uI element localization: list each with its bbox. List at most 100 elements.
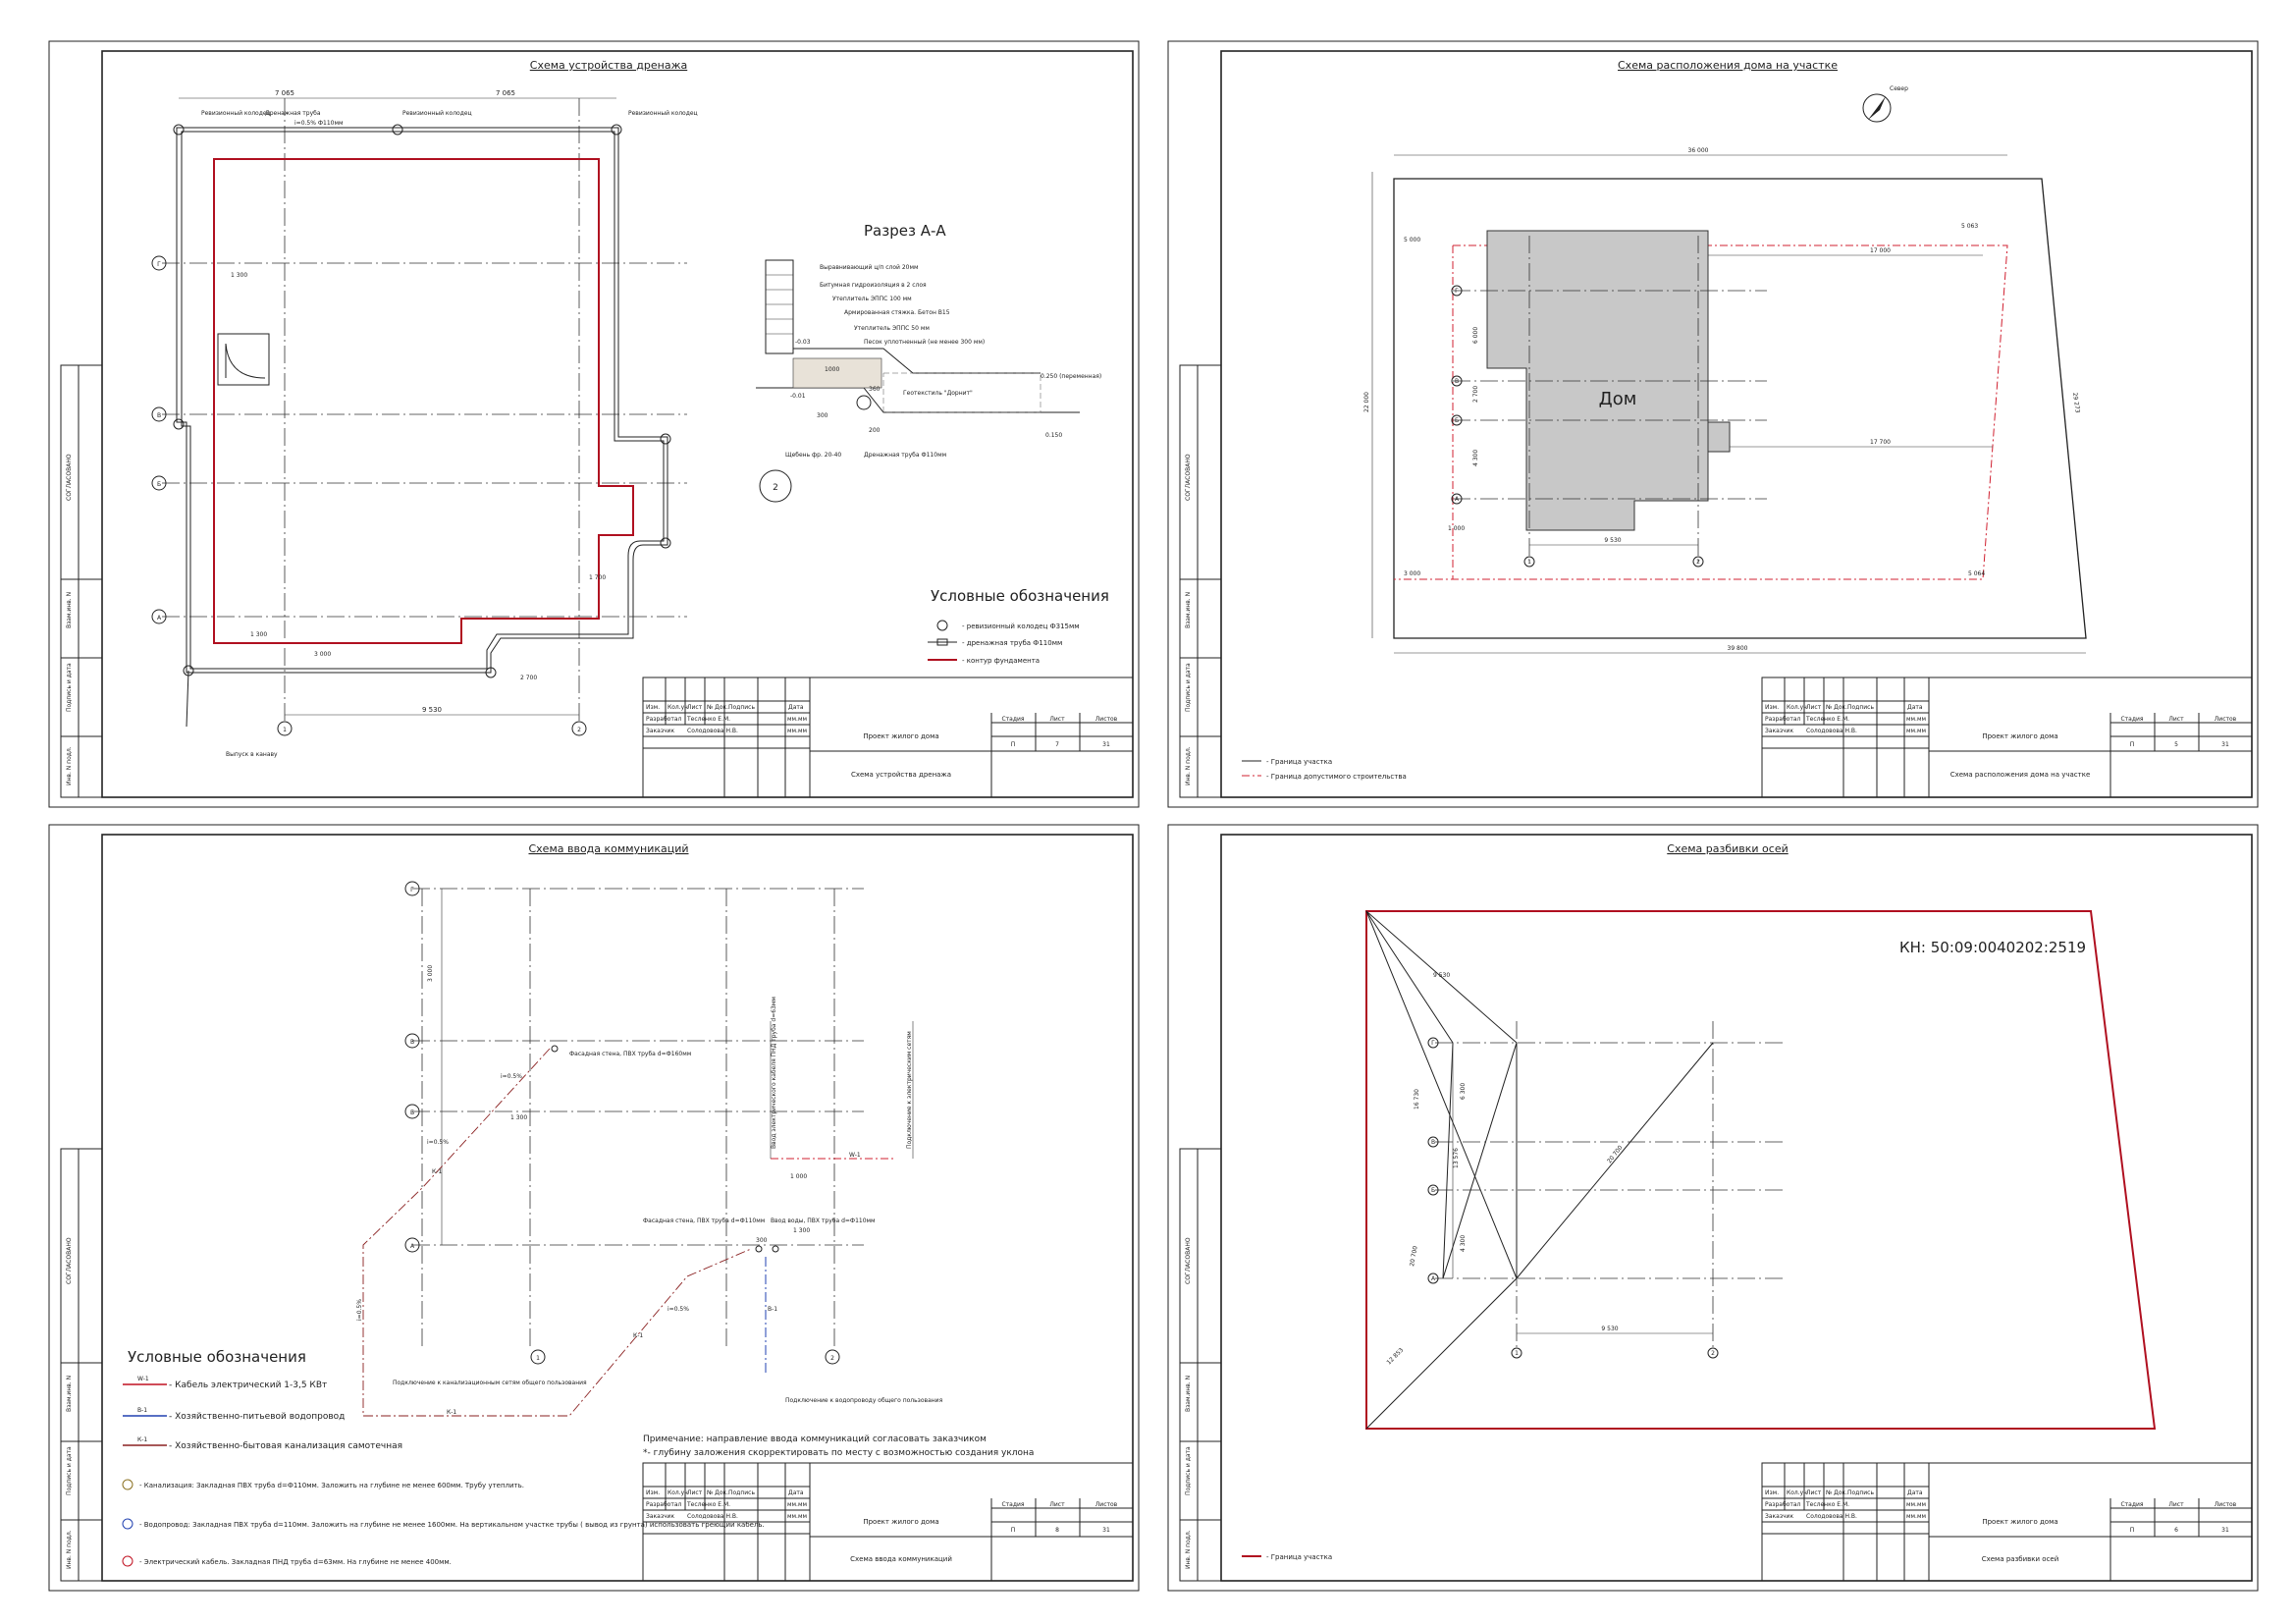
sheet-axes-layout: СОГЛАСОВАНО Взам.инв. N Подпись и дата И… — [1167, 824, 2259, 1592]
legend-code-w1: W-1 — [137, 1376, 149, 1382]
val-stage: П — [1011, 741, 1016, 748]
slope-1: i=0.5% — [427, 1139, 449, 1146]
axis-label-1: 1 — [283, 727, 287, 733]
val-sheets: 31 — [2221, 1527, 2229, 1534]
stamp-sheet-name: Схема разбивки осей — [1982, 1555, 2059, 1563]
grid-axes: Г В Б А 1 2 — [151, 98, 687, 736]
axis-label-2: 2 — [577, 727, 581, 733]
dim-4300: 4 300 — [1460, 1235, 1467, 1252]
hdr-date: Дата — [1907, 1489, 1923, 1496]
role-cust: Заказчик — [1765, 728, 1793, 734]
name-dev: Тесленко Е.М. — [686, 1501, 730, 1508]
axis-b: Б — [410, 1110, 414, 1116]
legend-title: Условные обозначения — [931, 587, 1109, 605]
house-footprint — [1486, 230, 1709, 531]
col-sheet: Лист — [2168, 1501, 2184, 1508]
col-sheets: Листов — [2215, 1501, 2237, 1508]
col-sheet: Лист — [1049, 716, 1065, 723]
title-block: Изм. Кол.уч Лист № Док. Подпись Дата Раз… — [642, 1462, 1134, 1582]
label-sewer-net: Подключение к канализационным сетям обще… — [393, 1380, 587, 1386]
layout-axes: Г В Б А 1 2 — [1427, 1021, 1787, 1359]
hdr-izm: Изм. — [1765, 704, 1779, 711]
inner-frame — [101, 50, 1134, 798]
axis-2: 2 — [1696, 559, 1700, 566]
dim-36000: 36 000 — [1688, 147, 1709, 154]
legend-site: - Граница участка - Граница допустимого … — [1242, 758, 1407, 781]
layout-triangulation — [1365, 910, 1714, 1430]
site-dims: 36 000 39 800 22 000 17 000 17 700 9 530… — [1363, 147, 2086, 654]
hdr-sign: Подпись — [1847, 704, 1874, 711]
legend-site-2: - Граница допустимого строительства — [1266, 773, 1407, 781]
outer-border — [48, 824, 1140, 1592]
legend-item-1: - ревизионный колодец Ф315мм — [962, 623, 1080, 630]
dim-5063: 5 063 — [1961, 223, 1978, 230]
val-sheet: 8 — [1055, 1527, 1059, 1534]
val-sheets: 31 — [1102, 1527, 1110, 1534]
north-arrow: Север — [1862, 85, 1908, 123]
sheet-site-plan: СОГЛАСОВАНО Взам.инв. N Подпись и дата И… — [1167, 40, 2259, 808]
axis-label-a: А — [157, 615, 162, 622]
title-block: Изм. Кол.уч Лист № Док. Подпись Дата Раз… — [642, 677, 1134, 798]
dim-6000: 6 000 — [1472, 327, 1479, 344]
dim-9530: 9 530 — [1601, 1326, 1618, 1332]
hdr-izm: Изм. — [1765, 1489, 1779, 1496]
col-stage: Стадия — [2120, 1501, 2143, 1508]
axis-b: Б — [1431, 1187, 1435, 1194]
layer-1: Выравнивающий ц/п слой 20мм — [820, 264, 919, 271]
cadastre-number: КН: 50:09:0040202:2519 — [1899, 939, 2086, 956]
col-sheets: Листов — [1095, 1501, 1118, 1508]
dim-9530: 9 530 — [1604, 537, 1621, 544]
sheet-title: Схема расположения дома на участке — [1618, 59, 1838, 72]
col-stage: Стадия — [1001, 716, 1024, 723]
col-stage: Стадия — [1001, 1501, 1024, 1508]
stamp-sheet-name: Схема ввода коммуникаций — [850, 1555, 952, 1563]
role-cust: Заказчик — [1765, 1513, 1793, 1520]
pipe-k1-c: К-1 — [432, 1168, 442, 1175]
val-sheet: 7 — [1055, 741, 1059, 748]
dim-2700: 2 700 — [520, 675, 537, 681]
layer-2: Битумная гидроизоляция в 2 слоя — [820, 282, 927, 289]
dim-top-1: 7 065 — [275, 89, 294, 97]
name-cust: Солодовова Н.В. — [1806, 728, 1857, 734]
legend-layout: - Граница участка — [1242, 1553, 1332, 1561]
side-label-inv: Взам.инв. N — [66, 592, 73, 628]
sheet-title: Схема разбивки осей — [1667, 842, 1788, 855]
side-label-inv: Взам.инв. N — [66, 1376, 73, 1412]
layer-4: Армированная стяжка. Бетон В15 — [844, 309, 950, 316]
axis-v: В — [410, 1039, 414, 1046]
hdr-kol: Кол.уч — [1787, 704, 1807, 711]
name-dev: Тесленко Е.М. — [1805, 1501, 1849, 1508]
side-label-orig: Инв. N подл. — [1185, 746, 1192, 785]
hdr-doc: № Док. — [1826, 704, 1847, 711]
name-cust: Солодовова Н.В. — [687, 1513, 738, 1520]
axis-1: 1 — [1527, 559, 1531, 566]
mark-7: 200 — [869, 427, 881, 434]
side-label-sign: Подпись и дата — [1185, 663, 1192, 712]
pipe-w1: W-1 — [849, 1152, 861, 1159]
name-cust: Солодовова Н.В. — [687, 728, 738, 734]
hdr-sign: Подпись — [728, 1489, 755, 1496]
side-label-agreed: СОГЛАСОВАНО — [1185, 1237, 1192, 1284]
axis-b: Б — [1455, 417, 1459, 424]
dim-39800: 39 800 — [1728, 645, 1748, 652]
layer-3: Утеплитель ЭППС 100 мм — [832, 296, 912, 302]
slope-4: i=0.5% — [501, 1073, 522, 1080]
val-stage: П — [2130, 741, 2135, 748]
side-strip: СОГЛАСОВАНО Взам.инв. N Подпись и дата И… — [60, 364, 103, 798]
dim-3000: 3 000 — [314, 651, 331, 658]
hdr-date: Дата — [788, 1489, 804, 1496]
hdr-sign: Подпись — [728, 704, 755, 711]
pipe-k1-b: К-1 — [447, 1409, 456, 1416]
axis-v: В — [1455, 378, 1459, 385]
note-water: - Водопровод: Закладная ПВХ труба d=110м… — [139, 1521, 765, 1529]
legend-utilities: Условные обозначения W-1 - Кабель электр… — [122, 1348, 1034, 1567]
side-strip: СОГЛАСОВАНО Взам.инв. N Подпись и дата И… — [60, 1148, 103, 1582]
dim-3000: 3 000 — [427, 965, 434, 982]
site-axes: Г В Б А 1 2 — [1451, 236, 1767, 568]
axis-a: А — [1431, 1275, 1436, 1282]
layer-6: Песок уплотненный (не менее 300 мм) — [864, 339, 985, 346]
axis-2: 2 — [830, 1355, 834, 1362]
side-label-agreed: СОГЛАСОВАНО — [66, 1237, 73, 1284]
note-electric: - Электрический кабель. Закладная ПНД тр… — [139, 1558, 452, 1566]
